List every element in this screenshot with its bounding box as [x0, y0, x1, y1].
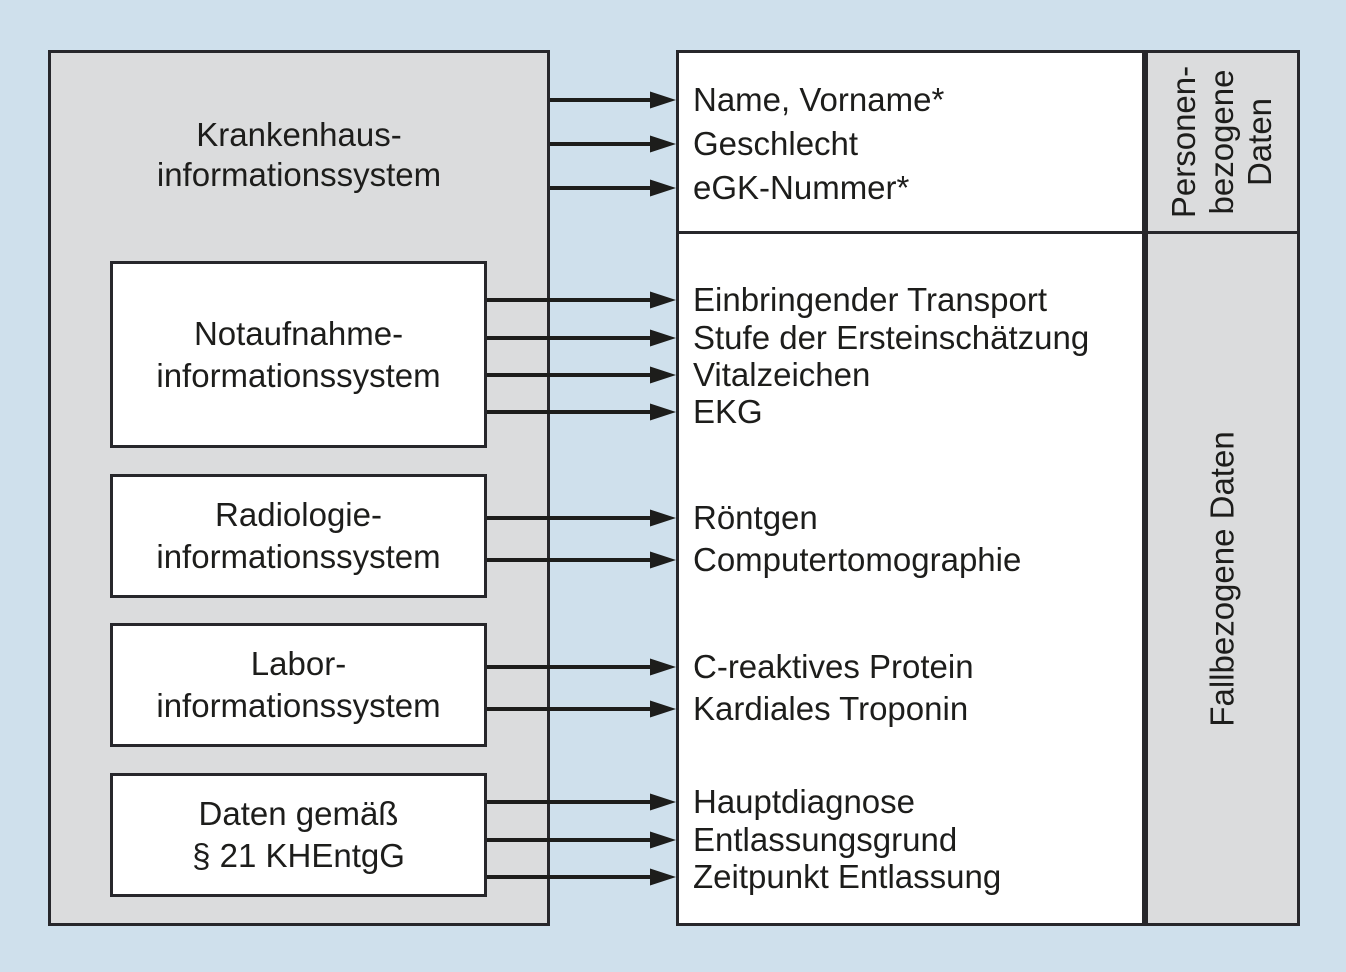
subsystem-box-khentgg: Daten gemäß § 21 KHEntgG [110, 773, 487, 897]
data-item: Einbringender Transport [693, 281, 1048, 318]
case-data-label-cell: Fallbezogene Daten [1145, 231, 1300, 926]
data-panel: Name, Vorname* Geschlecht eGK-Nummer* Ei… [676, 50, 1145, 926]
hospital-system-box: Krankenhaus- informationssystem Notaufna… [48, 50, 550, 926]
section-divider-line [679, 231, 1142, 234]
data-item: Geschlecht [693, 125, 859, 162]
subsystem-box-labor: Labor- informationssystem [110, 623, 487, 747]
data-item: C-reaktives Protein [693, 648, 974, 685]
data-item: Stufe der Ersteinschätzung [693, 319, 1090, 356]
hospital-system-title-line-1: Krankenhaus- [196, 116, 402, 153]
subsystem-label-line: informationssystem [156, 687, 441, 724]
subsystem-box-radiologie: Radiologie- informationssystem [110, 474, 487, 598]
data-item: EKG [693, 393, 763, 430]
data-item: Hauptdiagnose [693, 783, 916, 820]
person-data-label-cell: Personen- bezogene Daten [1145, 50, 1300, 234]
subsystem-label-line: informationssystem [156, 538, 441, 575]
data-item: Entlassungsgrund [693, 821, 958, 858]
subsystem-label-line: § 21 KHEntgG [192, 837, 405, 874]
subsystem-label-line: Daten gemäß [198, 795, 399, 832]
subsystem-box-notaufnahme: Notaufnahme- informationssystem [110, 261, 487, 448]
subsystem-label-line: Labor- [250, 645, 347, 682]
subsystem-label-line: Notaufnahme- [193, 314, 404, 352]
data-item: Zeitpunkt Entlassung [693, 858, 1002, 895]
data-item: Name, Vorname* [693, 81, 945, 118]
data-item: Röntgen [693, 499, 818, 536]
data-item: Computertomographie [693, 541, 1022, 578]
subsystem-label-line: informationssystem [156, 356, 441, 394]
person-data-label: Personen- bezogene Daten [1165, 65, 1279, 219]
subsystem-label-line: Radiologie- [215, 496, 382, 533]
hospital-system-title-line-2: informationssystem [156, 156, 442, 193]
data-item: Kardiales Troponin [693, 690, 969, 727]
data-item: eGK-Nummer* [693, 169, 910, 206]
data-item: Vitalzeichen [693, 356, 871, 393]
case-data-label: Fallbezogene Daten [1203, 430, 1241, 727]
